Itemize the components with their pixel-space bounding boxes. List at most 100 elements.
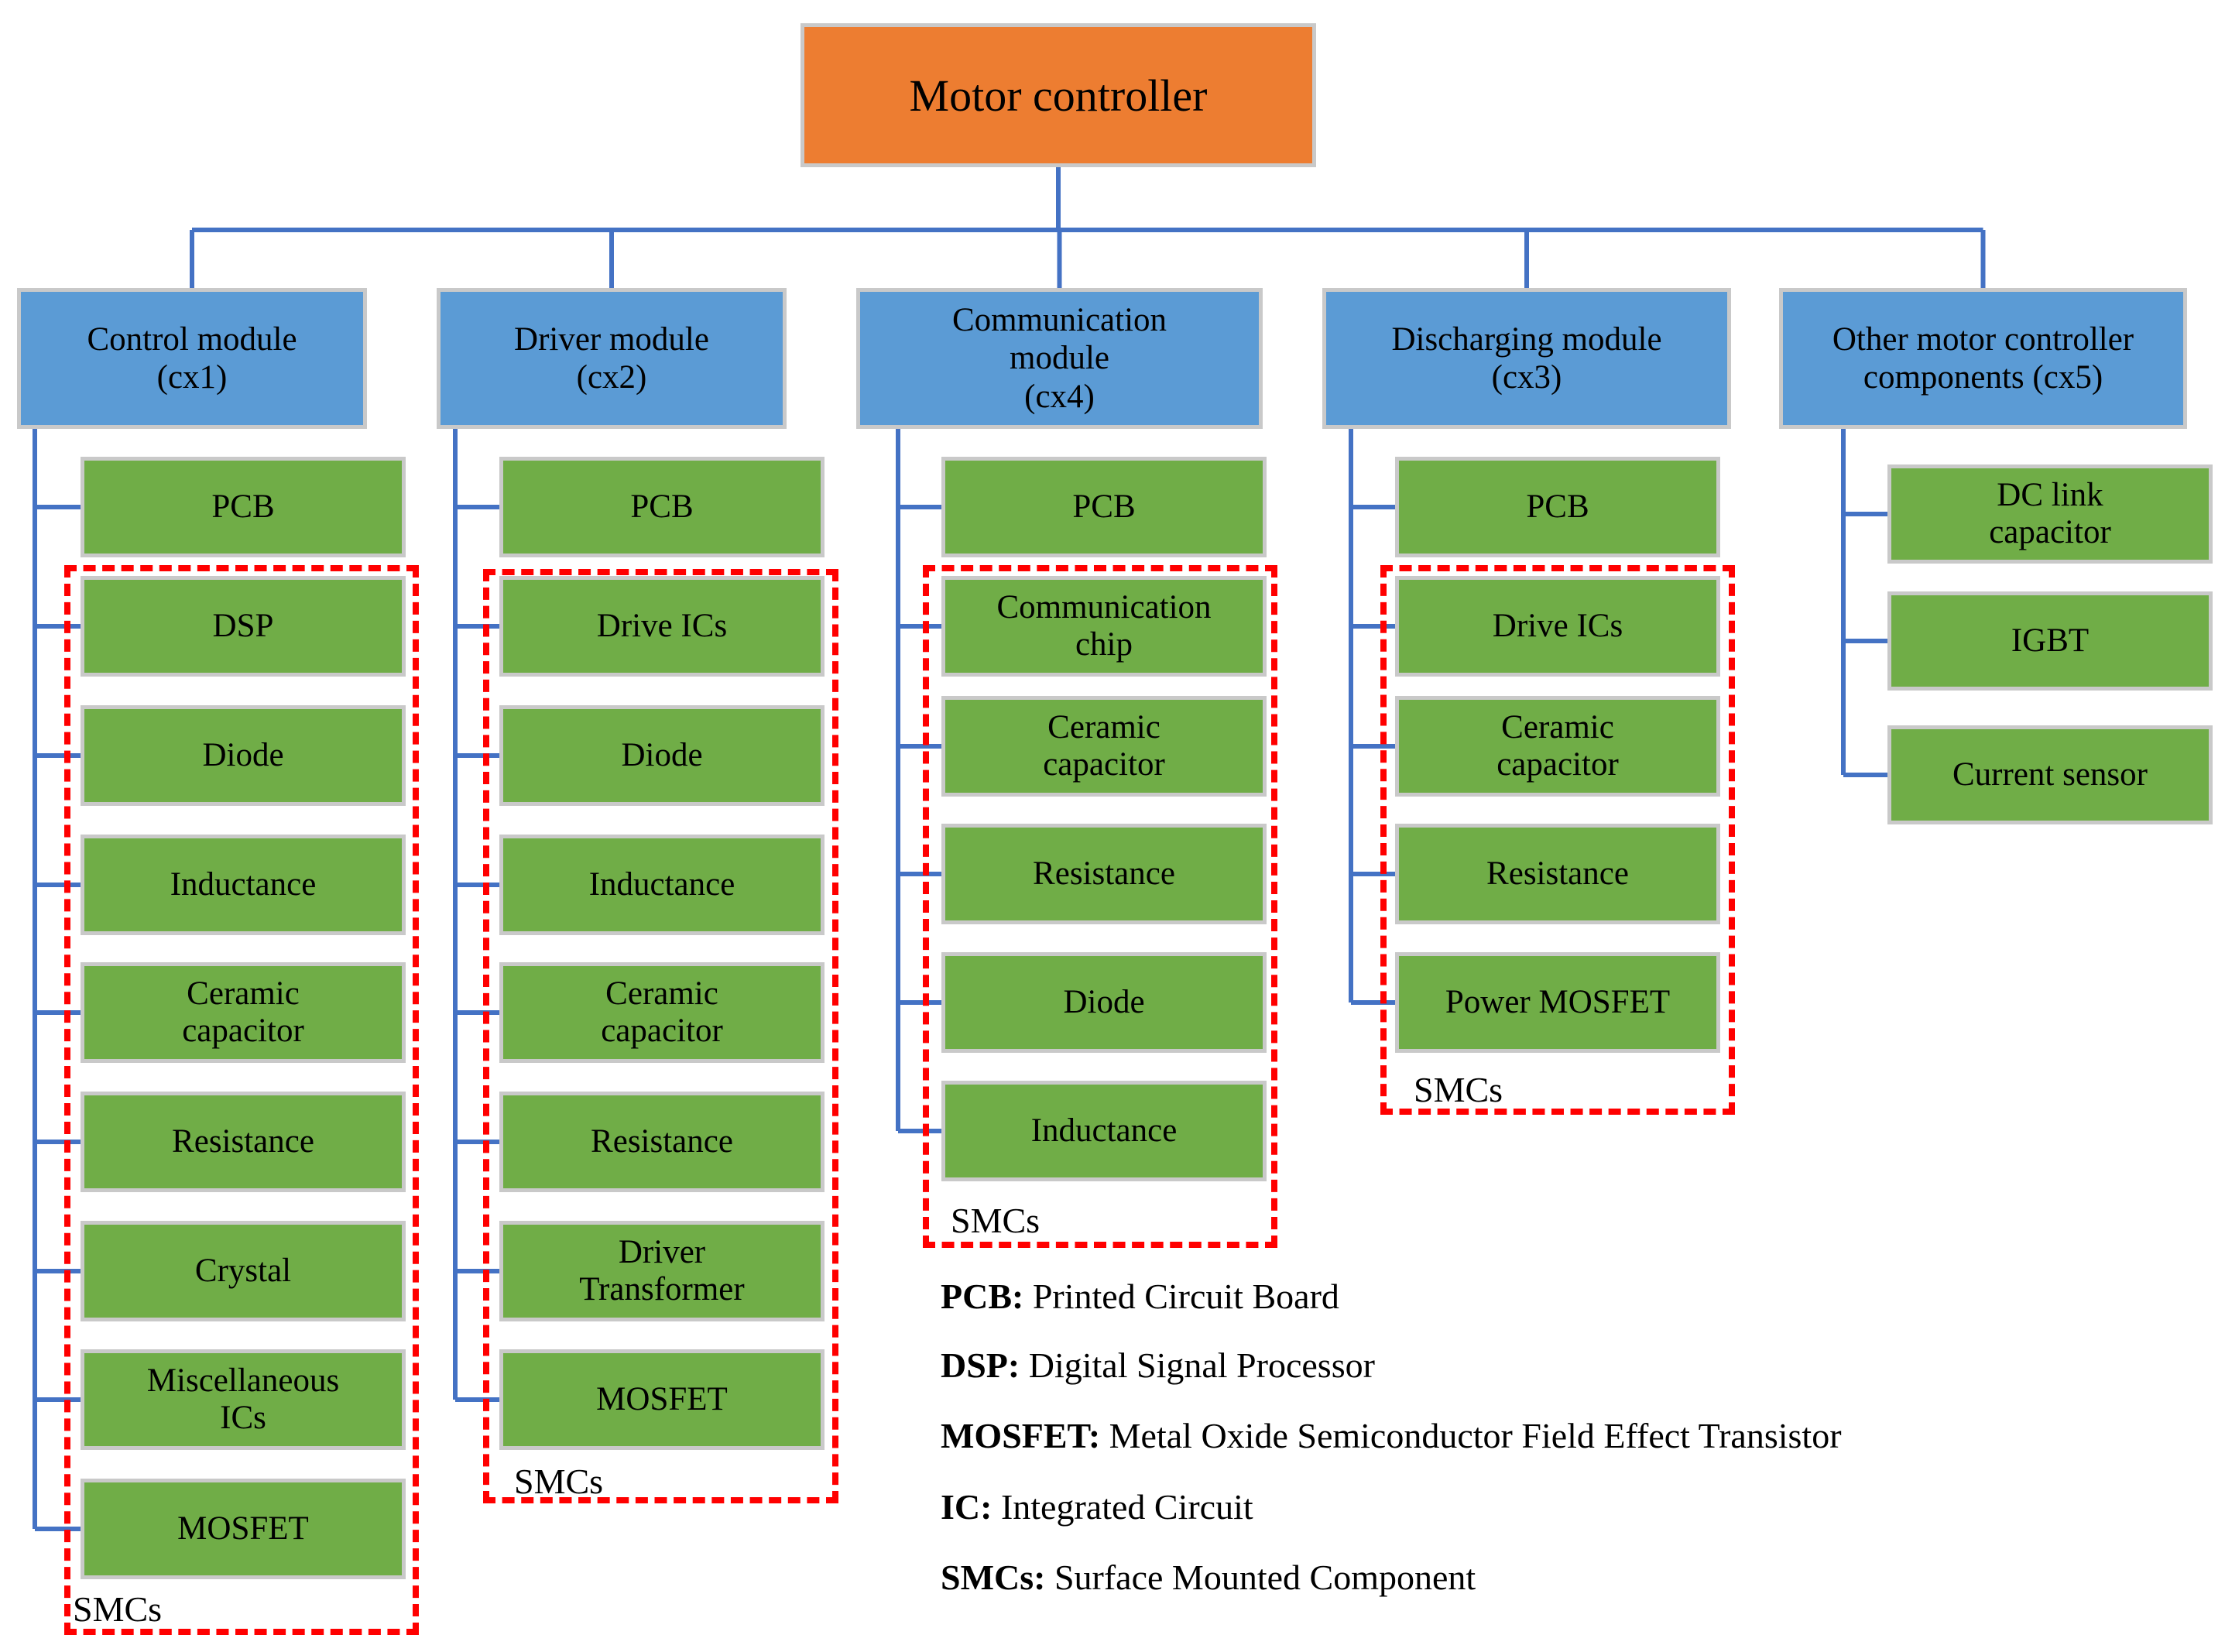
- component-box: Resistance: [1395, 824, 1720, 924]
- module-2: Driver module(cx2): [437, 288, 787, 429]
- legend-definition: Printed Circuit Board: [1023, 1277, 1339, 1316]
- component-box: Current sensor: [1887, 725, 2213, 824]
- component-label: Ceramic: [1047, 708, 1160, 745]
- legend-term: DSP:: [941, 1345, 1020, 1385]
- legend-term: MOSFET:: [941, 1416, 1101, 1455]
- module-label-line2: (cx2): [576, 359, 647, 396]
- legend-item: PCB: Printed Circuit Board: [941, 1276, 1339, 1317]
- component-label: chip: [1075, 626, 1133, 663]
- legend-term: IC:: [941, 1487, 993, 1527]
- smc-group-border: [923, 565, 1277, 1248]
- smc-group-label: SMCs: [951, 1201, 1041, 1240]
- component-label: Drive ICs: [1492, 607, 1623, 644]
- module-label-line2: components (cx5): [1863, 359, 2103, 396]
- legend-term: PCB:: [941, 1277, 1024, 1316]
- component-label: Ceramic: [1501, 708, 1614, 745]
- legend-term: SMCs:: [941, 1558, 1046, 1597]
- legend-definition: Surface Mounted Component: [1045, 1558, 1476, 1597]
- component-label: Resistance: [1033, 855, 1175, 892]
- component-box: DSP: [81, 576, 406, 677]
- legend-item: IC: Integrated Circuit: [941, 1486, 1253, 1527]
- component-box: Resistance: [81, 1092, 406, 1192]
- legend-definition: Integrated Circuit: [992, 1487, 1253, 1527]
- component-box: Resistance: [499, 1092, 825, 1192]
- component-label: Drive ICs: [596, 607, 728, 644]
- root-label: Motor controller: [909, 70, 1208, 121]
- legend-item: DSP: Digital Signal Processor: [941, 1345, 1375, 1386]
- module-label-line1: Other motor controller: [1832, 320, 2134, 358]
- smc-group-label: SMCs: [73, 1589, 163, 1629]
- component-label: capacitor: [1496, 746, 1619, 783]
- component-box: Diode: [941, 952, 1267, 1053]
- component-box: Diode: [499, 705, 825, 806]
- component-label: PCB: [211, 488, 275, 525]
- component-label: DSP: [212, 607, 274, 644]
- module-label-line1: Discharging module: [1391, 320, 1662, 358]
- component-box: Power MOSFET: [1395, 952, 1720, 1053]
- component-box: MOSFET: [81, 1479, 406, 1579]
- component-label: capacitor: [1989, 514, 2111, 550]
- legend-item: SMCs: Surface Mounted Component: [941, 1557, 1476, 1598]
- component-label: IGBT: [2011, 622, 2090, 659]
- component-label: Communication: [996, 588, 1212, 625]
- module-label-line1: Communication: [951, 301, 1167, 338]
- component-label: capacitor: [601, 1013, 723, 1049]
- component-label: Driver: [618, 1233, 706, 1270]
- component-label: Inductance: [1030, 1112, 1178, 1149]
- component-label: PCB: [1526, 488, 1589, 525]
- component-box: PCB: [81, 457, 406, 557]
- component-label: MOSFET: [177, 1510, 309, 1547]
- module-1: Control module(cx1): [17, 288, 367, 429]
- smc-group-border: [64, 565, 419, 1635]
- component-label: Diode: [621, 736, 703, 773]
- component-label: Power MOSFET: [1445, 983, 1671, 1020]
- module-label-line2: (cx1): [156, 359, 228, 396]
- component-box: Resistance: [941, 824, 1267, 924]
- component-label: Resistance: [172, 1122, 314, 1160]
- component-label: Resistance: [591, 1122, 733, 1160]
- component-label: Miscellaneous: [146, 1362, 340, 1399]
- smc-group-label: SMCs: [1414, 1070, 1503, 1109]
- module-label-line1: Driver module: [514, 320, 709, 358]
- component-label: ICs: [220, 1400, 266, 1436]
- component-label: Diode: [1063, 983, 1145, 1020]
- component-box: Drive ICs: [499, 576, 825, 677]
- legend-definition: Digital Signal Processor: [1020, 1345, 1375, 1385]
- component-label: PCB: [630, 488, 694, 525]
- component-box: PCB: [941, 457, 1267, 557]
- component-box: Crystal: [81, 1221, 406, 1321]
- module-4: Discharging module(cx3): [1322, 288, 1731, 429]
- module-label-line1: Control module: [87, 320, 297, 358]
- root-node-motor-controller: Motor controller: [801, 23, 1316, 167]
- smc-group-label: SMCs: [514, 1462, 604, 1501]
- component-box: MOSFET: [499, 1349, 825, 1450]
- smc-group-border: [483, 569, 838, 1503]
- component-box: Diode: [81, 705, 406, 806]
- component-label: Inductance: [588, 865, 735, 903]
- component-label: MOSFET: [596, 1380, 728, 1417]
- component-box: PCB: [499, 457, 825, 557]
- component-label: Ceramic: [605, 975, 718, 1012]
- smc-group-border: [1380, 565, 1735, 1115]
- component-label: Crystal: [194, 1252, 292, 1289]
- component-label: DC link: [1997, 476, 2103, 513]
- component-label: capacitor: [1043, 746, 1165, 783]
- component-label: PCB: [1072, 488, 1136, 525]
- component-box: Drive ICs: [1395, 576, 1720, 677]
- component-label: Transformer: [579, 1271, 745, 1308]
- component-label: capacitor: [182, 1013, 304, 1049]
- component-box: PCB: [1395, 457, 1720, 557]
- module-label-line3: (cx4): [1024, 378, 1095, 415]
- component-box: Inductance: [499, 835, 825, 935]
- component-label: Inductance: [170, 865, 317, 903]
